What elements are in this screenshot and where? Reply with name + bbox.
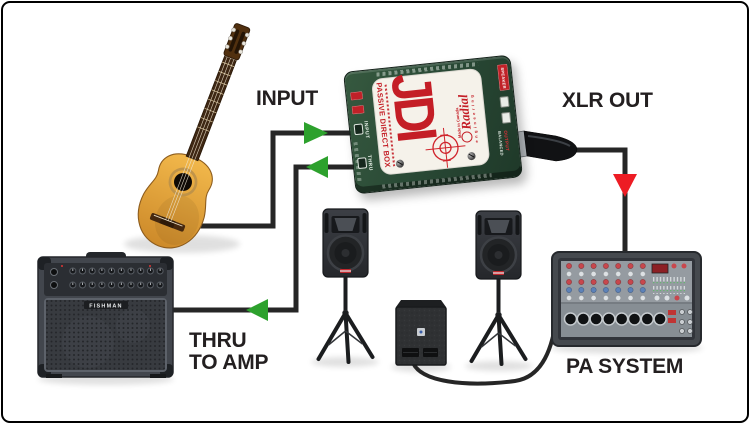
pa-speaker-left bbox=[316, 207, 375, 364]
flow-arrows bbox=[246, 122, 637, 321]
pa-speaker-right bbox=[469, 209, 528, 366]
jdi-face-panel: PASSIVE DIRECT BOX JDI Radial engineerin… bbox=[370, 67, 491, 176]
label-thru-line2: TO AMP bbox=[189, 351, 269, 374]
label-xlr-out: XLR OUT bbox=[562, 89, 653, 112]
label-input: INPUT bbox=[256, 87, 319, 110]
cable-sub-to-pa bbox=[410, 313, 559, 386]
arrow-input-right bbox=[304, 122, 328, 144]
label-thru-line1: THRU bbox=[189, 329, 247, 352]
jdi-left-red-label bbox=[350, 91, 363, 101]
input-jack-label: INPUT bbox=[362, 120, 371, 140]
pa-mixer bbox=[551, 251, 702, 347]
acoustic-guitar bbox=[137, 23, 251, 249]
arrow-thru-left-2 bbox=[246, 299, 268, 321]
jdi-switch-2 bbox=[501, 111, 512, 124]
cable-xlr-to-pa bbox=[572, 147, 628, 254]
amp-brand-label: FISHMAN bbox=[89, 304, 122, 310]
panel-screw-right bbox=[467, 151, 476, 161]
xlr-connector bbox=[511, 130, 578, 162]
subwoofer bbox=[395, 300, 447, 366]
crosshair-target-icon bbox=[425, 127, 466, 168]
jdi-switch-1 bbox=[499, 95, 510, 108]
jdi-body: INPUT THRU SPEAKER BALANCED OUTPUT PASSI… bbox=[343, 54, 523, 195]
jdi-direct-box: INPUT THRU SPEAKER BALANCED OUTPUT PASSI… bbox=[343, 54, 523, 195]
label-pa-system: PA SYSTEM bbox=[566, 355, 684, 378]
label-thru-to-amp: THRU TO AMP bbox=[189, 329, 269, 374]
jdi-left-red-label-2 bbox=[351, 105, 365, 115]
arrow-thru-left-1 bbox=[306, 156, 328, 178]
jdi-output-label: OUTPUT bbox=[503, 130, 511, 152]
guitar-amplifier: FISHMAN bbox=[37, 252, 174, 378]
arrow-xlr-down bbox=[613, 174, 637, 197]
panel-screw-left bbox=[395, 159, 405, 169]
thru-jack-label: THRU bbox=[365, 154, 374, 172]
